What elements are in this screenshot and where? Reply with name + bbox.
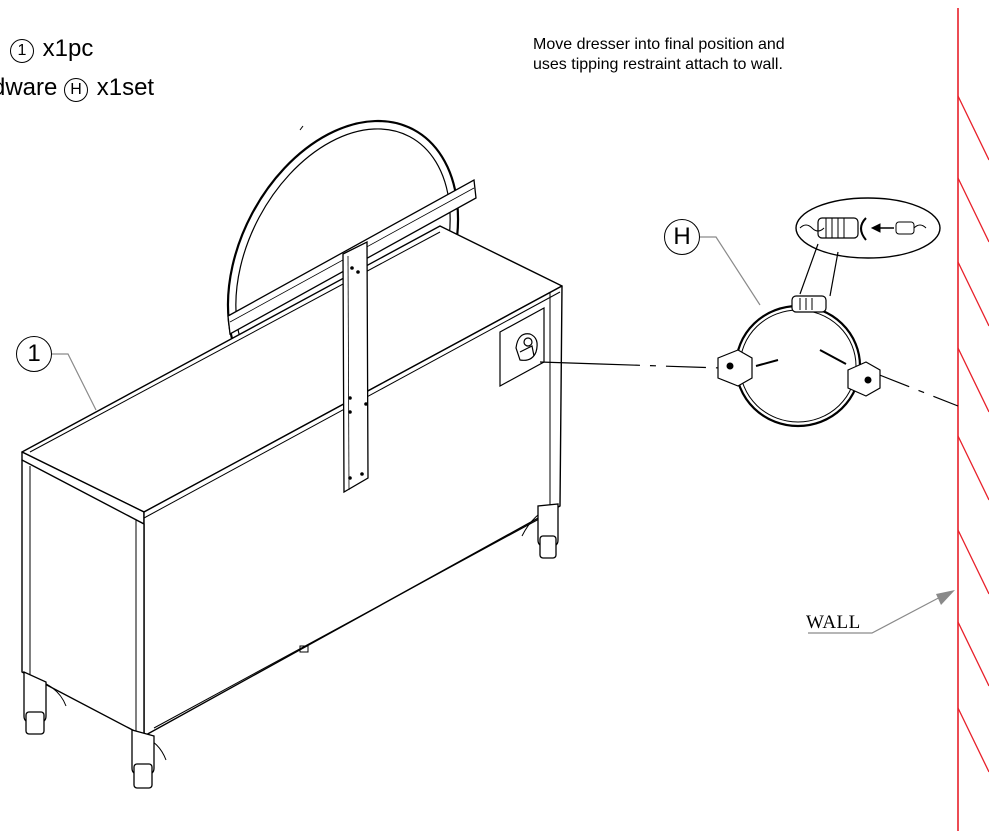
restraint-plate-on-dresser xyxy=(499,306,545,388)
part-quantity: x1pc xyxy=(42,35,94,62)
hardware-detail xyxy=(717,295,881,428)
connector-zoom xyxy=(795,197,941,297)
instruction-text: Move dresser into final position and use… xyxy=(533,35,913,75)
wall-label: WALL xyxy=(806,612,861,633)
callout-dresser: 1 xyxy=(16,336,52,372)
wall-hatching xyxy=(957,8,989,831)
part-number-badge: 1 xyxy=(10,39,34,63)
instruction-line-2: uses tipping restraint attach to wall. xyxy=(533,56,783,73)
restraint-line xyxy=(539,361,959,407)
support-screws xyxy=(348,266,368,480)
hardware-quantity: x1set xyxy=(96,74,155,101)
instruction-line-1: Move dresser into final position and xyxy=(533,36,785,53)
hardware-prefix: dware xyxy=(0,74,58,101)
parts-line-dresser: 1 x1pc xyxy=(10,37,93,63)
dresser xyxy=(21,225,563,737)
parts-line-hardware: dware H x1set xyxy=(0,76,154,102)
dresser-legs xyxy=(23,503,559,789)
hardware-letter-badge: H xyxy=(64,78,89,102)
mirror-support xyxy=(227,178,477,494)
callout-leaders xyxy=(52,236,761,411)
callout-hardware: H xyxy=(664,219,700,255)
wall-leader xyxy=(808,590,955,634)
